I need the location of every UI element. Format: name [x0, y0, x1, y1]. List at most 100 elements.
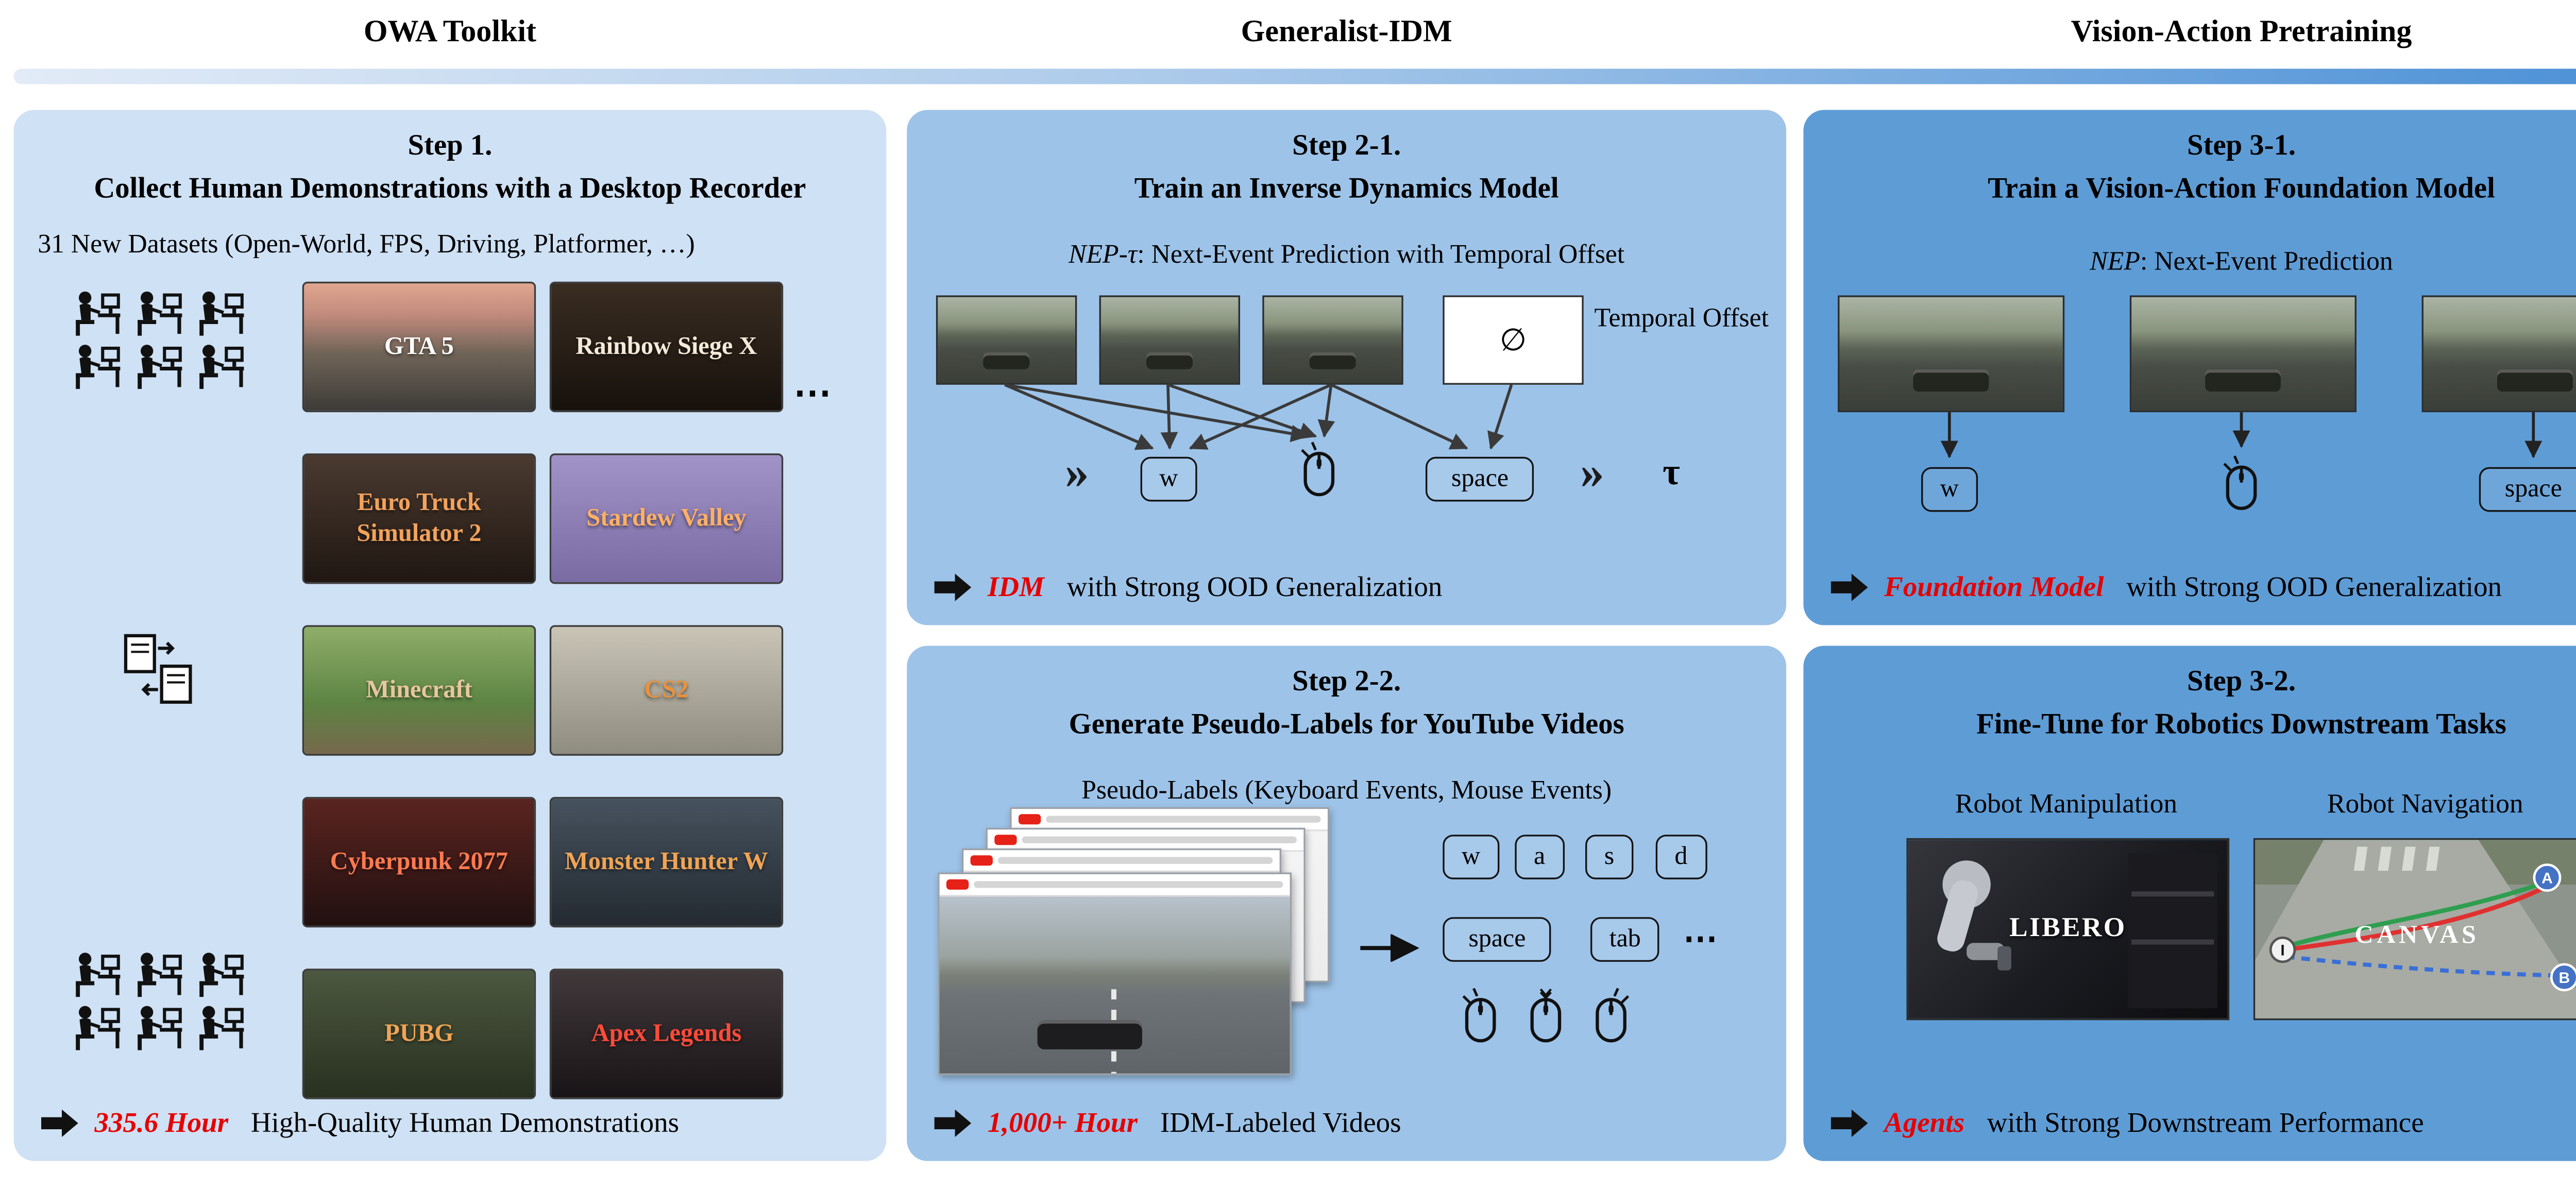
- step3-2-result-highlight: Agents: [1884, 1106, 1965, 1139]
- empty-set-symbol: ∅: [1499, 322, 1527, 357]
- step2-2-panel: Step 2-2. Generate Pseudo-Labels for You…: [907, 646, 1787, 1161]
- nep-tau-label: NEP-τ: [1069, 240, 1138, 270]
- key-d: d: [1655, 835, 1707, 879]
- chevron-left: »: [1064, 446, 1089, 500]
- key-w: w: [1443, 835, 1499, 879]
- result-arrow-icon: [1831, 573, 1868, 601]
- column-title-generalist-idm: Generalist-IDM: [1241, 13, 1452, 48]
- robot-arm-graphic: [1937, 853, 2217, 1008]
- demonstrators-crowd-bottom: [67, 950, 249, 1051]
- person-at-desk-icon: [129, 288, 187, 336]
- step3-1-title-line1: Step 3-1.: [2187, 129, 2296, 162]
- step2-1-title-line2: Train an Inverse Dynamics Model: [1134, 171, 1559, 204]
- marker-i-label: I: [2280, 942, 2284, 959]
- step1-title-line2: Collect Human Demonstrations with a Desk…: [94, 171, 806, 204]
- step3-2-result-text: with Strong Downstream Performance: [1980, 1106, 2424, 1139]
- marker-a: [2533, 863, 2562, 892]
- search-bar: [1022, 836, 1297, 843]
- key-w: w: [1140, 456, 1197, 502]
- person-at-desk-icon: [191, 950, 249, 998]
- step3-1-subtitle: NEP: Next-Event Prediction: [1817, 247, 2576, 278]
- person-at-desk-icon: [129, 1003, 187, 1051]
- more-keys-ellipsis: ⋯: [1683, 920, 1718, 959]
- key-space: space: [1426, 456, 1535, 502]
- step1-panel: Step 1. Collect Human Demonstrations wit…: [13, 110, 887, 1161]
- search-bar: [997, 857, 1273, 864]
- person-at-desk-icon: [191, 342, 249, 389]
- youtube-browser-bar: [963, 850, 1280, 873]
- more-games-ellipsis: ⋯: [793, 371, 832, 414]
- marker-b-label: B: [2558, 970, 2570, 987]
- column-title-vision-action-pretraining: Vision-Action Pretraining: [2071, 13, 2412, 48]
- step3-1-result-highlight: Foundation Model: [1884, 570, 2104, 603]
- person-at-desk-icon: [67, 288, 125, 336]
- step2-1-panel: Step 2-1. Train an Inverse Dynamics Mode…: [907, 110, 1787, 625]
- youtube-logo: [994, 835, 1017, 845]
- marker-b: [2550, 963, 2576, 992]
- search-bar: [1046, 816, 1321, 823]
- canvas-image: I A B CANVAS: [2253, 838, 2576, 1021]
- key-space: space: [2479, 467, 2576, 512]
- empty-set-box: ∅: [1443, 295, 1584, 385]
- game-thumb-gta5: GTA 5: [302, 281, 536, 413]
- step3-1-title: Step 3-1. Train a Vision-Action Foundati…: [1817, 125, 2576, 210]
- pipeline-flow-arrow-bar: [13, 69, 2576, 84]
- key-s: s: [1585, 835, 1633, 879]
- step2-2-subtitle: Pseudo-Labels (Keyboard Events, Mouse Ev…: [1081, 776, 1612, 806]
- key-space: space: [1443, 917, 1552, 962]
- youtube-logo: [1018, 814, 1041, 825]
- mouse-scroll-icon: [1525, 988, 1566, 1044]
- step3-2-title-line2: Fine-Tune for Robotics Downstream Tasks: [1976, 707, 2506, 740]
- step1-result: 335.6 Hour High-Quality Human Demonstrat…: [41, 1106, 679, 1141]
- key-w: w: [1921, 467, 1978, 512]
- game-thumb-euro-truck-simulator-2: Euro Truck Simulator 2: [302, 453, 536, 584]
- nep-desc: : Next-Event Prediction: [2140, 247, 2393, 277]
- libero-scene: LIBERO: [1908, 840, 2228, 1019]
- temporal-offset-label: Temporal Offset: [1594, 304, 1769, 333]
- search-bar: [974, 881, 1283, 888]
- person-at-desk-icon: [191, 288, 249, 336]
- nep-tau-desc: : Next-Event Prediction with Temporal Of…: [1137, 240, 1625, 270]
- demonstrators-crowd-top: [67, 288, 249, 390]
- step1-result-text: High-Quality Human Demonstrations: [244, 1106, 680, 1139]
- step2-1-title-line1: Step 2-1.: [1292, 129, 1401, 162]
- result-arrow-icon: [934, 573, 972, 601]
- driving-video-frame: [939, 896, 1290, 1074]
- robot-manipulation-label: Robot Manipulation: [1955, 790, 2178, 820]
- step3-2-title-line1: Step 3-2.: [2187, 665, 2296, 698]
- mouse-right-click-icon: [1590, 988, 1630, 1044]
- game-thumb-label: CS2: [644, 676, 689, 704]
- chevron-right: »: [1580, 446, 1604, 500]
- video-frame-2: [1099, 295, 1240, 385]
- mouse-left-click-icon: [1462, 988, 1501, 1044]
- result-arrow-icon: [1831, 1109, 1868, 1137]
- game-thumb-label: Cyberpunk 2077: [330, 848, 509, 876]
- nep-label: NEP: [2090, 247, 2140, 277]
- step1-result-highlight: 335.6 Hour: [94, 1106, 229, 1139]
- youtube-browser-bar: [939, 874, 1290, 897]
- game-thumb-label: Euro Truck Simulator 2: [357, 489, 482, 548]
- video-frame-3: [2421, 295, 2576, 413]
- result-arrow-icon: [41, 1109, 78, 1137]
- game-thumb-stardew-valley: Stardew Valley: [549, 453, 784, 584]
- key-tab: tab: [1590, 917, 1660, 962]
- key-a: a: [1515, 835, 1564, 879]
- youtube-window-front: [938, 872, 1292, 1075]
- to-labels-arrow: [1360, 934, 1420, 962]
- step3-1-panel: Step 3-1. Train a Vision-Action Foundati…: [1803, 110, 2576, 625]
- step1-datasets-note: 31 New Datasets (Open-World, FPS, Drivin…: [38, 230, 695, 260]
- video-frame-1: [1838, 295, 2065, 413]
- step3-2-result: Agents with Strong Downstream Performanc…: [1831, 1106, 2424, 1141]
- person-at-desk-icon: [191, 1003, 249, 1051]
- step2-1-result-highlight: IDM: [987, 570, 1044, 603]
- game-thumb-minecraft: Minecraft: [302, 625, 536, 756]
- step3-2-panel: Step 3-2. Fine-Tune for Robotics Downstr…: [1803, 646, 2576, 1161]
- game-thumb-apex-legends: Apex Legends: [549, 969, 784, 1099]
- step2-2-result-highlight: 1,000+ Hour: [987, 1106, 1138, 1139]
- canvas-caption: CANVAS: [2355, 920, 2480, 948]
- step2-2-title: Step 2-2. Generate Pseudo-Labels for You…: [921, 661, 1773, 745]
- step3-2-title: Step 3-2. Fine-Tune for Robotics Downstr…: [1817, 661, 2576, 745]
- youtube-video-stack: [938, 807, 1343, 1089]
- file-transfer-icon: [124, 634, 192, 704]
